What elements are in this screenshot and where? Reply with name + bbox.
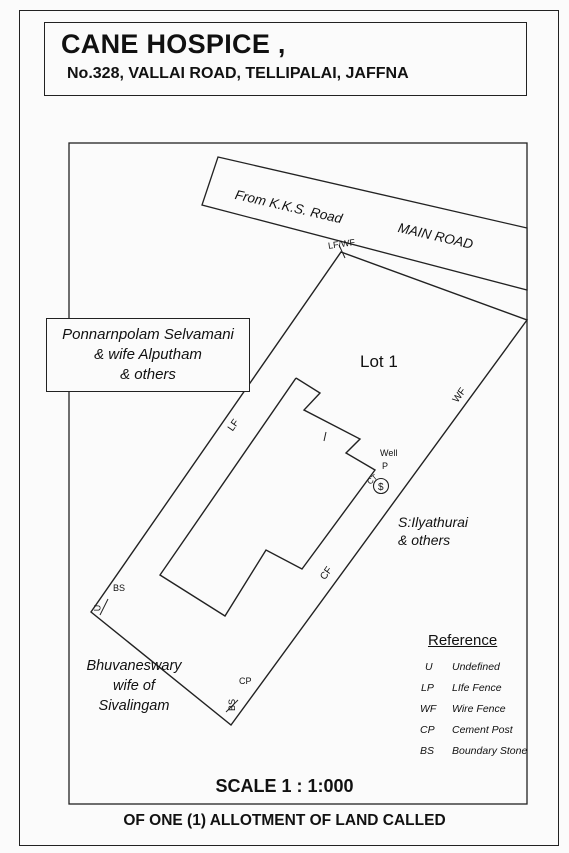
well-icon [372, 477, 390, 495]
hospice-name: CANE HOSPICE , [61, 29, 286, 59]
lot-boundary [90, 251, 529, 727]
ref-desc-bs: Boundary Stone [452, 745, 528, 757]
label-bl-bs: BS [113, 583, 126, 593]
building-footprint [159, 377, 377, 617]
neighbor-north-west: Ponnarnpolam Selvamani & wife Alputham &… [46, 318, 250, 392]
title-box: CANE HOSPICE , No.328, VALLAI ROAD, TELL… [44, 22, 527, 96]
reference-title: Reference [428, 632, 498, 649]
ref-code-lp: LP [421, 682, 434, 694]
lot-label: Lot 1 [360, 352, 398, 371]
neighbor-sw-line-3: Sivalingam [98, 698, 170, 714]
ref-desc-u: Undefined [452, 661, 500, 673]
hospice-address: No.328, VALLAI ROAD, TELLIPALAI, JAFFNA [67, 65, 409, 82]
outer-frame [19, 10, 559, 846]
neighbor-south-west: Bhuvaneswary wife of Sivalingam [70, 656, 198, 716]
ref-desc-wf: Wire Fence [452, 703, 506, 715]
footer-caption: OF ONE (1) ALLOTMENT OF LAND CALLED [123, 812, 446, 829]
label-br-cp: CP [239, 676, 252, 686]
building-tick [323, 431, 327, 442]
corner-tick-bl [99, 598, 109, 616]
neighbor-nw-line-3: & others [120, 366, 176, 383]
well-label: Well [380, 448, 398, 458]
neighbor-nw-line-1: Ponnarnpolam Selvamani [62, 326, 234, 343]
ref-desc-cp: Cement Post [452, 724, 513, 736]
neighbor-east-line-1: S:Ilyathurai [398, 514, 469, 530]
corner-tick-br [225, 699, 239, 713]
ref-code-cp: CP [420, 724, 435, 736]
corner-tick [338, 244, 346, 259]
well-p-label: P [382, 461, 389, 471]
neighbor-sw-line-2: wife of [113, 678, 155, 694]
neighbor-nw-line-2: & wife Alputham [94, 346, 202, 363]
map-frame [68, 142, 528, 805]
ref-desc-lp: LIfe Fence [452, 682, 502, 694]
neighbor-east-line-2: & others [398, 532, 451, 548]
ref-code-bs: BS [420, 745, 435, 757]
scale-label: SCALE 1 : 1:000 [215, 776, 354, 796]
ref-code-wf: WF [420, 703, 437, 715]
label-br-bs: BS [227, 698, 238, 712]
label-bl-u: U [92, 604, 103, 612]
well-mark: $ [378, 482, 384, 493]
neighbor-sw-line-1: Bhuvaneswary [86, 658, 182, 674]
main-road [201, 156, 528, 291]
ref-code-u: U [425, 661, 433, 673]
